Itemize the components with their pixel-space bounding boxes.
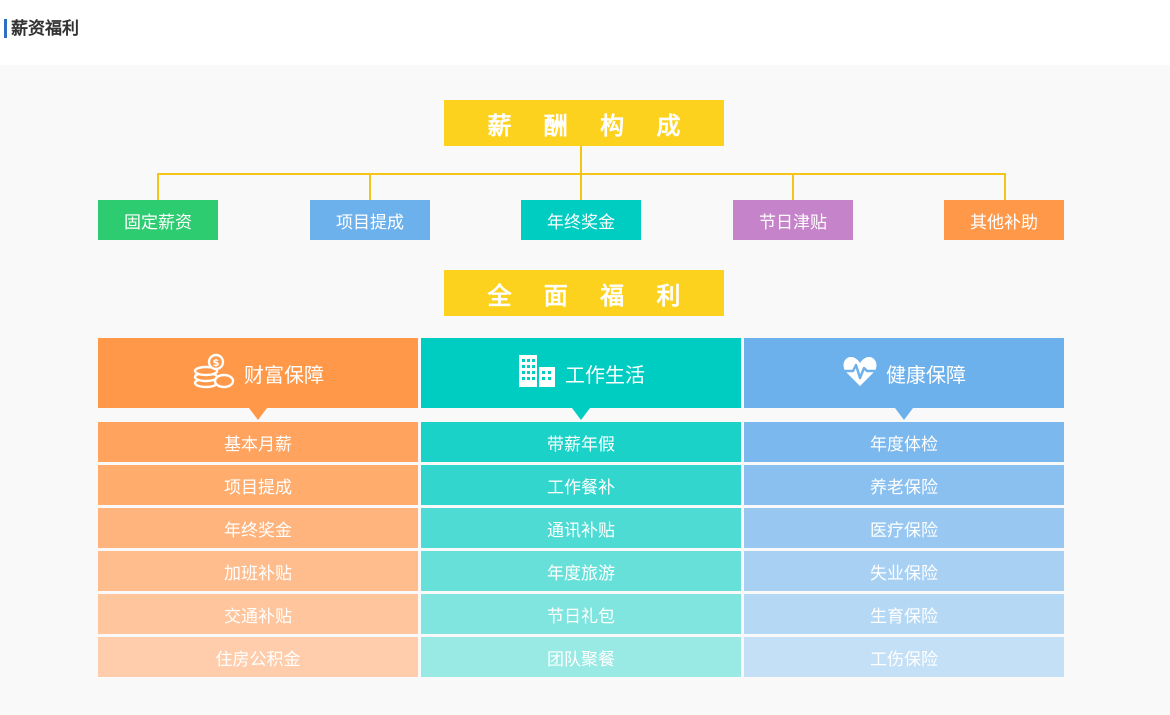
page-title: 薪资福利 xyxy=(11,19,79,39)
welfare-column-title: 财富保障 xyxy=(244,362,324,387)
salary-item-fixed: 固定薪资 xyxy=(98,200,218,240)
connector-drop-4 xyxy=(792,173,794,200)
wealth-row-1: 基本月薪 xyxy=(98,422,418,462)
salary-item-bonus: 年终奖金 xyxy=(521,200,641,240)
welfare-column-title: 健康保障 xyxy=(886,362,966,387)
welfare-banner: 全 面 福 利 xyxy=(444,270,724,316)
connector-drop-1 xyxy=(157,173,159,200)
connector-drop-3 xyxy=(580,173,582,200)
wealth-row-5: 交通补贴 xyxy=(98,594,418,634)
welfare-column-wealth-header: $ 财富保障 xyxy=(98,338,418,420)
column-pointer xyxy=(249,408,267,420)
connector-drop-5 xyxy=(1004,173,1006,200)
connector-drop-2 xyxy=(369,173,371,200)
welfare-column-health-header: 健康保障 xyxy=(744,338,1064,420)
svg-text:$: $ xyxy=(213,358,220,369)
connector-vertical-main xyxy=(580,146,582,174)
wealth-row-6: 住房公积金 xyxy=(98,637,418,677)
column-pointer xyxy=(572,408,590,420)
title-accent-bar xyxy=(4,19,7,38)
health-row-4: 失业保险 xyxy=(744,551,1064,591)
welfare-column-worklife-header: 工作生活 xyxy=(421,338,741,420)
worklife-row-2: 工作餐补 xyxy=(421,465,741,505)
wealth-row-3: 年终奖金 xyxy=(98,508,418,548)
welfare-column-title: 工作生活 xyxy=(565,362,645,387)
health-row-5: 生育保险 xyxy=(744,594,1064,634)
health-row-3: 医疗保险 xyxy=(744,508,1064,548)
worklife-row-1: 带薪年假 xyxy=(421,422,741,462)
wealth-row-2: 项目提成 xyxy=(98,465,418,505)
salary-item-commission: 项目提成 xyxy=(310,200,430,240)
coins-icon: $ xyxy=(192,353,236,394)
heartbeat-icon xyxy=(842,354,878,393)
health-row-2: 养老保险 xyxy=(744,465,1064,505)
worklife-row-4: 年度旅游 xyxy=(421,551,741,591)
health-row-6: 工伤保险 xyxy=(744,637,1064,677)
wealth-row-4: 加班补贴 xyxy=(98,551,418,591)
header: 薪资福利 xyxy=(0,0,1170,65)
worklife-row-5: 节日礼包 xyxy=(421,594,741,634)
building-icon xyxy=(517,353,557,394)
health-row-1: 年度体检 xyxy=(744,422,1064,462)
salary-item-other: 其他补助 xyxy=(944,200,1064,240)
worklife-row-6: 团队聚餐 xyxy=(421,637,741,677)
worklife-row-3: 通讯补贴 xyxy=(421,508,741,548)
column-pointer xyxy=(895,408,913,420)
salary-banner: 薪 酬 构 成 xyxy=(444,100,724,146)
salary-item-holiday: 节日津贴 xyxy=(733,200,853,240)
